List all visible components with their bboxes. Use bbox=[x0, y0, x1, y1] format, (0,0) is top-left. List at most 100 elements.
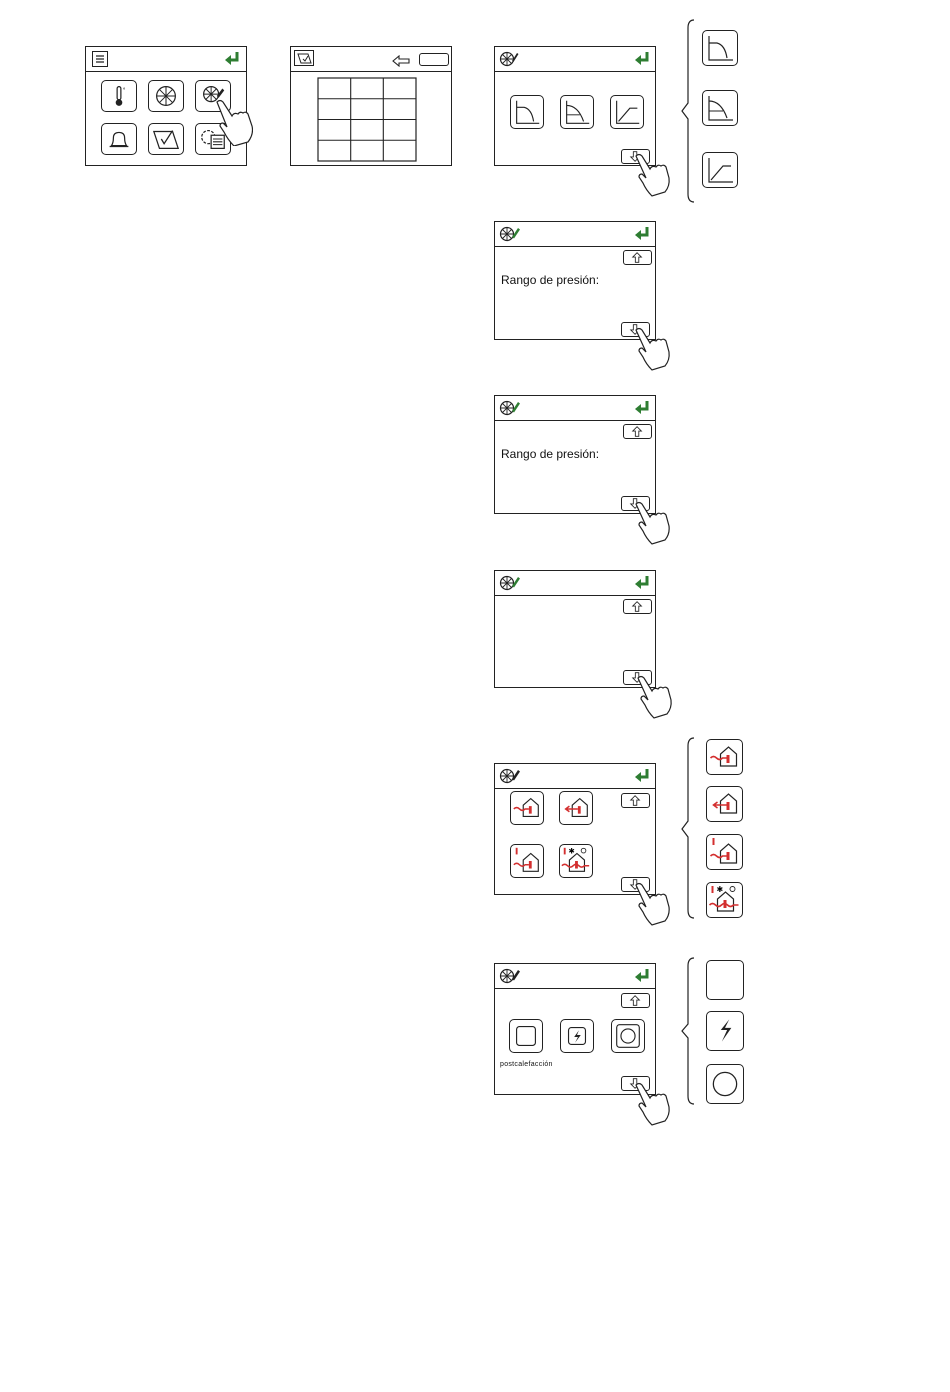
back-icon[interactable] bbox=[634, 575, 652, 592]
back-icon[interactable] bbox=[634, 968, 652, 985]
legend-house-temp-sun: ✱ bbox=[706, 882, 743, 918]
house-temp-sun-button[interactable]: ✱ bbox=[559, 844, 593, 878]
schedule-grid bbox=[317, 77, 417, 162]
up-arrow-icon bbox=[624, 600, 651, 613]
legend-heating-water bbox=[706, 1064, 744, 1104]
legend-brace bbox=[680, 736, 696, 920]
back-icon[interactable] bbox=[224, 51, 242, 68]
fan-settings-icon bbox=[499, 50, 519, 68]
calendar-tab-icon[interactable] bbox=[294, 50, 314, 66]
value-box[interactable] bbox=[419, 53, 449, 66]
house-temp-in-icon bbox=[511, 845, 543, 877]
schedule-button[interactable] bbox=[148, 123, 184, 155]
screen-header bbox=[86, 47, 246, 72]
house-temp-in-button[interactable] bbox=[510, 844, 544, 878]
curve-rising-icon bbox=[611, 96, 643, 128]
circle-icon bbox=[707, 1065, 743, 1103]
pointing-hand-icon bbox=[211, 96, 253, 146]
screen-header bbox=[495, 47, 655, 72]
legend-heating-off bbox=[706, 960, 744, 1000]
pressure-range-screen-1: Rango de presión: bbox=[494, 221, 656, 340]
post-heating-label: postcalefacción bbox=[500, 1061, 553, 1068]
house-temp-in-icon bbox=[707, 835, 742, 869]
empty-square-icon bbox=[510, 1020, 542, 1052]
legend-heating-electric bbox=[706, 1011, 744, 1051]
fan-settings-icon bbox=[499, 767, 521, 785]
fan-settings-icon bbox=[499, 574, 521, 592]
thermometer-icon: ° bbox=[102, 81, 136, 111]
up-arrow-icon bbox=[624, 425, 651, 438]
legend-house-red-in bbox=[706, 739, 743, 775]
curve-falling-icon bbox=[511, 96, 543, 128]
empty-square-icon bbox=[707, 961, 743, 999]
pointing-hand-icon bbox=[634, 674, 674, 720]
grid-screen bbox=[290, 46, 452, 166]
legend-curve-falling bbox=[702, 30, 738, 66]
svg-text:✱: ✱ bbox=[568, 846, 574, 855]
svg-text:°: ° bbox=[123, 87, 126, 93]
pressure-range-label: Rango de presión: bbox=[501, 447, 599, 461]
up-button[interactable] bbox=[623, 599, 652, 614]
fan-curve-screen bbox=[494, 46, 656, 166]
legend-house-temp-in bbox=[706, 834, 743, 870]
curve-rising-icon bbox=[703, 153, 737, 187]
curve-falling-button[interactable] bbox=[510, 95, 544, 129]
curve-rising-button[interactable] bbox=[610, 95, 644, 129]
pointing-hand-icon bbox=[632, 500, 672, 546]
fan-settings-icon bbox=[499, 225, 521, 243]
fan-settings-icon bbox=[499, 967, 521, 985]
fan-icon bbox=[149, 81, 183, 111]
curve-falling-icon bbox=[703, 31, 737, 65]
pointing-hand-icon bbox=[632, 881, 672, 927]
bell-icon bbox=[102, 124, 136, 154]
legend-brace bbox=[680, 956, 696, 1106]
heating-water-button[interactable] bbox=[611, 1019, 645, 1053]
lightning-icon bbox=[561, 1020, 593, 1052]
pressure-range-label: Rango de presión: bbox=[501, 273, 599, 287]
house-temp-sun-icon: ✱ bbox=[560, 845, 592, 877]
legend-house-red-out bbox=[706, 786, 743, 822]
up-arrow-icon bbox=[622, 794, 649, 807]
house-red-out-icon bbox=[560, 792, 592, 824]
curve-flat-falling-icon bbox=[561, 96, 593, 128]
heating-off-button[interactable] bbox=[509, 1019, 543, 1053]
pointing-hand-icon bbox=[632, 1081, 672, 1127]
up-arrow-icon bbox=[622, 994, 649, 1007]
circle-icon bbox=[612, 1020, 644, 1052]
fan-button[interactable] bbox=[148, 80, 184, 112]
up-button[interactable] bbox=[621, 793, 650, 808]
up-button[interactable] bbox=[623, 250, 652, 265]
house-temp-sun-icon: ✱ bbox=[707, 883, 742, 917]
up-arrow-icon bbox=[624, 251, 651, 264]
house-red-out-icon bbox=[707, 787, 742, 821]
back-icon[interactable] bbox=[634, 226, 652, 243]
back-icon[interactable] bbox=[634, 400, 652, 417]
pointing-hand-icon bbox=[632, 152, 672, 198]
post-heating-screen: postcalefacción bbox=[494, 963, 656, 1095]
house-red-in-icon bbox=[707, 740, 742, 774]
left-arrow-icon[interactable] bbox=[391, 55, 411, 67]
up-button[interactable] bbox=[621, 993, 650, 1008]
heating-electric-button[interactable] bbox=[560, 1019, 594, 1053]
up-button[interactable] bbox=[623, 424, 652, 439]
back-icon[interactable] bbox=[634, 51, 652, 68]
svg-text:✱: ✱ bbox=[717, 885, 724, 894]
curve-flat-falling-button[interactable] bbox=[560, 95, 594, 129]
calendar-check-icon bbox=[149, 124, 183, 154]
pressure-range-screen-2: Rango de presión: bbox=[494, 395, 656, 514]
legend-brace bbox=[680, 18, 696, 204]
menu-icon[interactable] bbox=[92, 51, 108, 67]
house-mode-screen: ✱ bbox=[494, 763, 656, 895]
house-red-out-button[interactable] bbox=[559, 791, 593, 825]
house-red-in-button[interactable] bbox=[510, 791, 544, 825]
back-icon[interactable] bbox=[634, 768, 652, 785]
pointing-hand-icon bbox=[632, 326, 672, 372]
fan-settings-icon bbox=[499, 399, 521, 417]
lightning-icon bbox=[707, 1012, 743, 1050]
empty-settings-screen bbox=[494, 570, 656, 688]
legend-curve-rising bbox=[702, 152, 738, 188]
curve-flat-falling-icon bbox=[703, 91, 737, 125]
temperature-button[interactable]: ° bbox=[101, 80, 137, 112]
legend-curve-flat-falling bbox=[702, 90, 738, 126]
alarm-button[interactable] bbox=[101, 123, 137, 155]
